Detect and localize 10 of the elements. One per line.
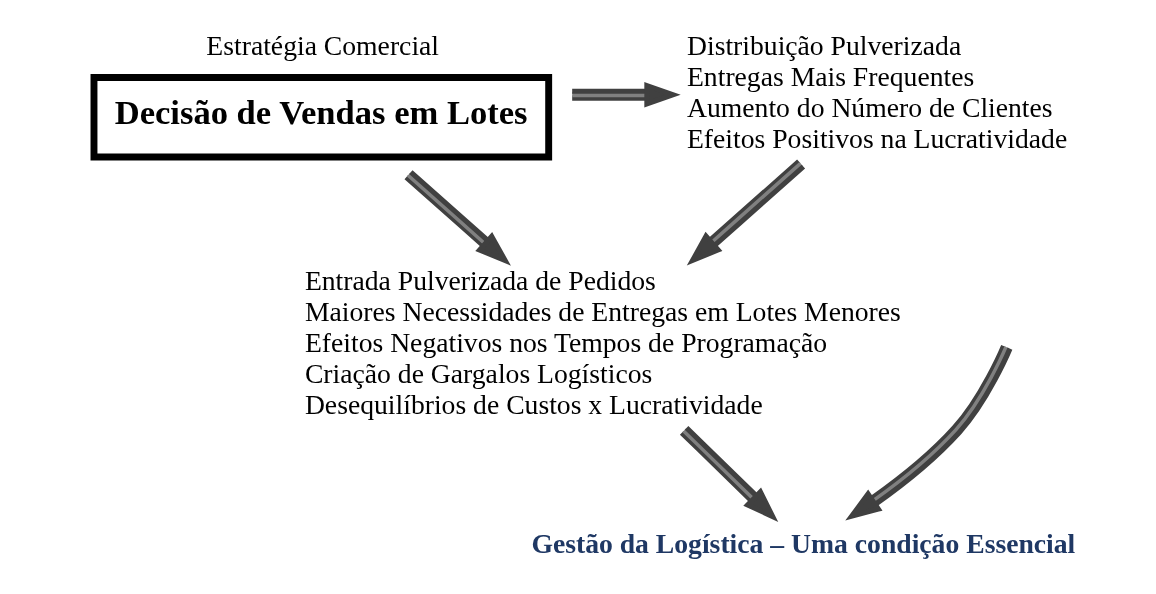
arrow xyxy=(404,170,511,266)
arrow xyxy=(686,159,805,266)
node-box: Decisão de Vendas em Lotes xyxy=(90,73,552,161)
arrow xyxy=(679,425,778,522)
node-label: Estratégia Comercial xyxy=(205,29,439,61)
node-text: Gestão da Logística – Uma condição Essencial xyxy=(530,527,1075,559)
node-text: Entrada Pulverizada de Pedidos Maiores Necessidades de Entregas em Lotes Menores Efeitos Negativos nos Tempos de Programação Criação de Gargalos Logísticos Desequilíbrios de Custos x Lucratividade xyxy=(304,264,901,421)
node-text: Distribuição Pulverizada Entregas Mais Frequentes Aumento do Número de Clientes Efeitos Positivos na Lucratividade xyxy=(686,29,1067,154)
arrow xyxy=(844,344,1012,521)
arrow xyxy=(571,82,681,108)
